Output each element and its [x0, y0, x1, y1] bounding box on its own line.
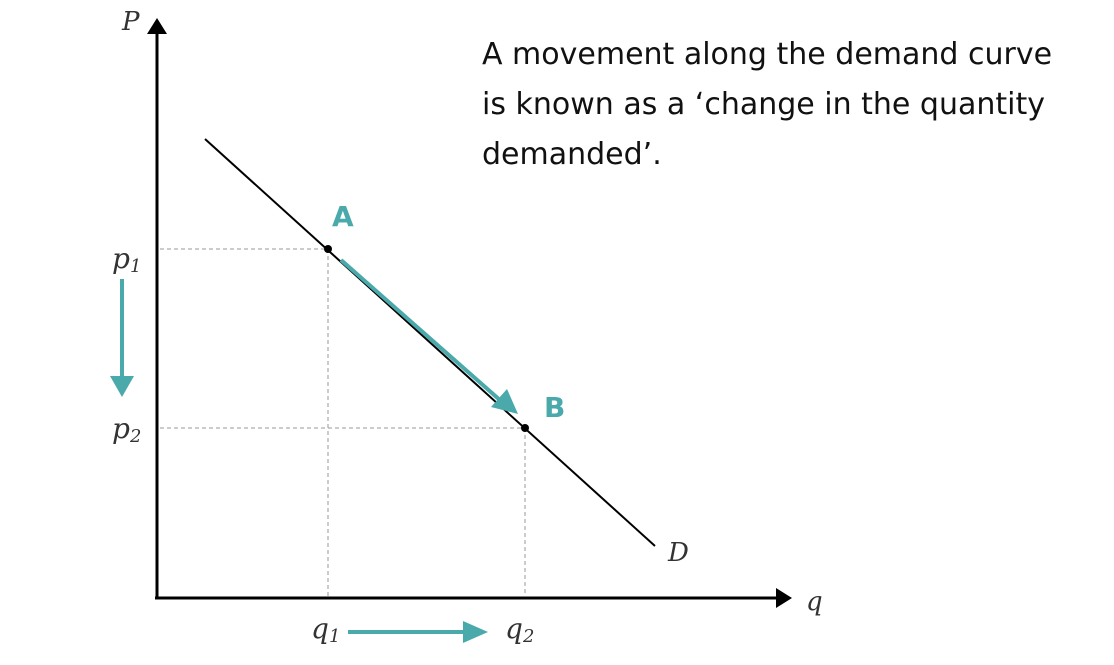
movement-arrow-shaft: [339, 258, 503, 403]
q1-label: q1: [311, 612, 340, 647]
explanation-caption: A movement along the demand curve is kno…: [482, 30, 1112, 180]
point-b-label: B: [544, 391, 565, 424]
x-axis-arrowhead: [776, 588, 792, 608]
demand-curve: [204, 138, 656, 547]
caption-line-1: A movement along the demand curve: [482, 37, 1053, 72]
x-axis-label: q: [806, 587, 823, 617]
point-a-label: A: [332, 200, 354, 233]
movement-arrowhead: [491, 389, 518, 414]
caption-line-3: demanded’.: [482, 137, 662, 172]
quantity-increase-arrowhead: [463, 621, 488, 643]
q2-label: q2: [505, 612, 534, 647]
point-a: [324, 245, 332, 253]
p2-label: p2: [112, 412, 141, 447]
point-b: [521, 424, 529, 432]
p1-label: p1: [112, 242, 141, 277]
demand-curve-label: D: [667, 538, 689, 568]
price-decrease-arrowhead: [110, 376, 134, 397]
y-axis-arrowhead: [147, 18, 167, 34]
caption-line-2: is known as a ‘change in the quantity: [482, 87, 1045, 122]
y-axis-label: P: [121, 7, 140, 37]
